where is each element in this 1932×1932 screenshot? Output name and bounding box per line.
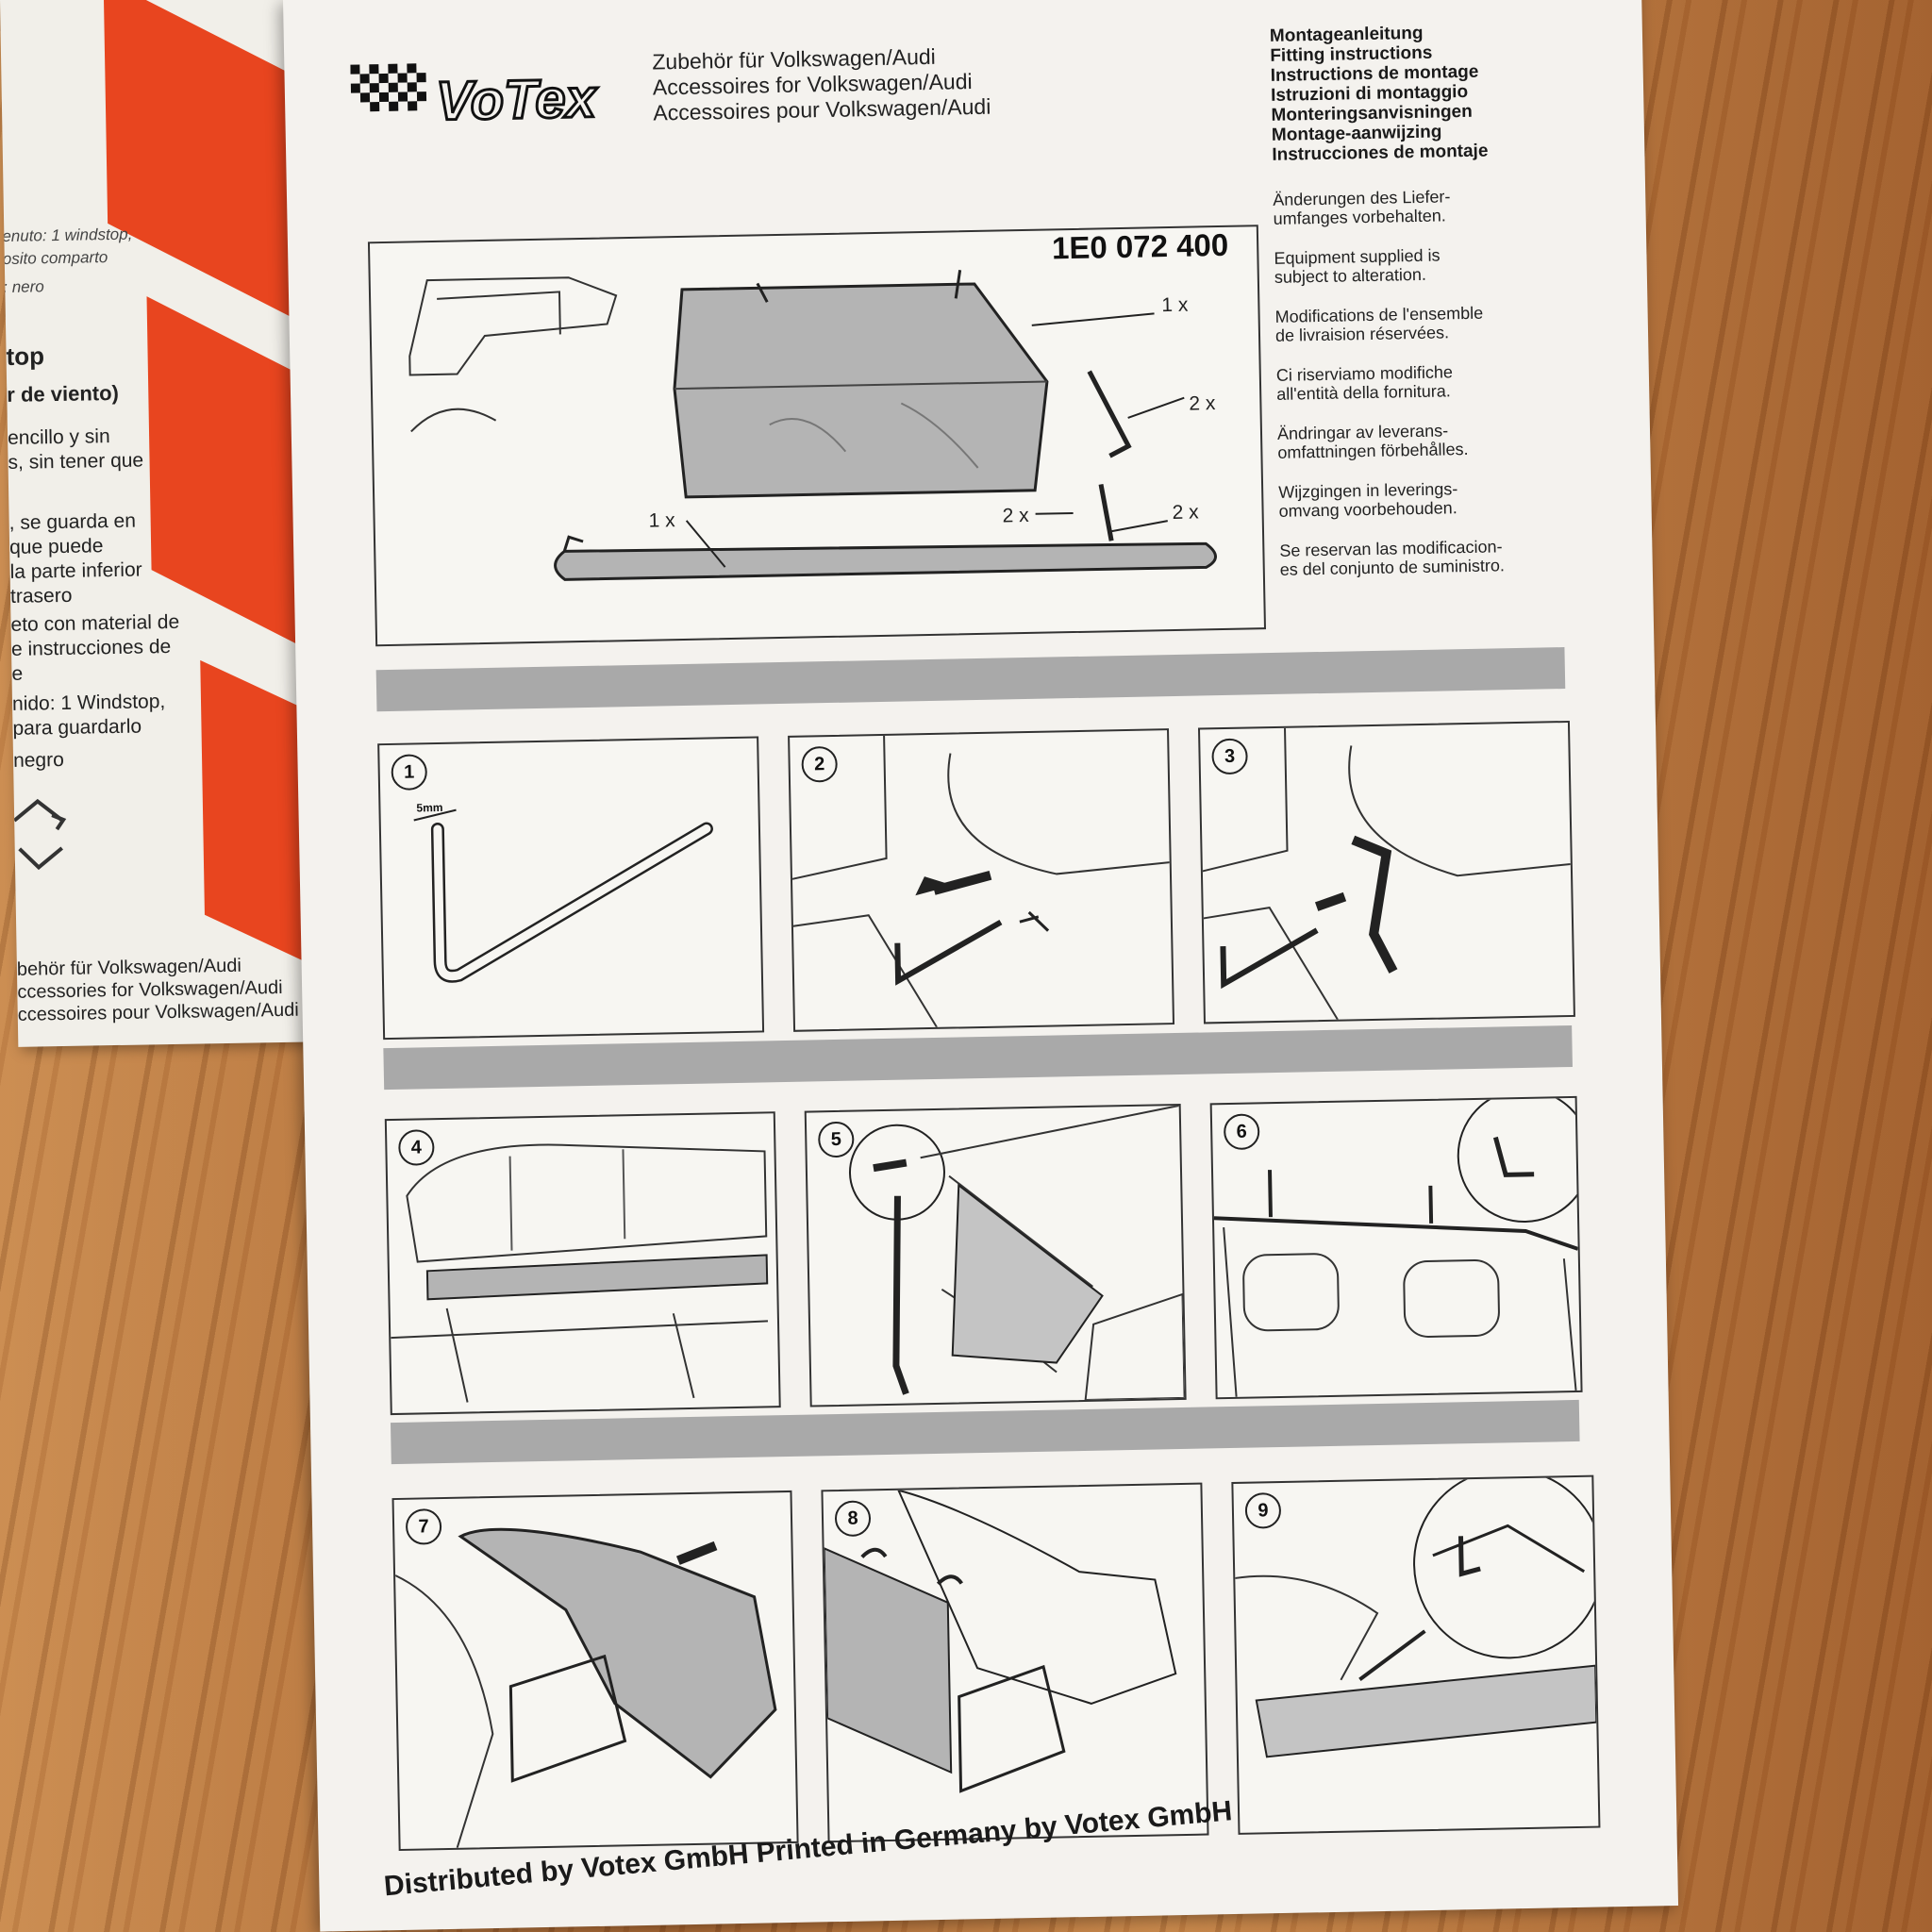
pamphlet-line: enuto: 1 windstop, (2, 225, 133, 245)
parts-illustration (408, 270, 1217, 581)
allen-key-drawing (413, 808, 713, 983)
pamphlet-line: negro (12, 748, 64, 772)
step-4-drawing (391, 1143, 769, 1403)
qty-strap: 2 x (1172, 501, 1199, 525)
step-panel-4: 4 (384, 1111, 781, 1416)
pamphlet-line: e (11, 662, 24, 685)
alteration-notes: Änderungen des Liefer-umfanges vorbehalt… (1273, 186, 1505, 599)
pamphlet-line: trasero (9, 584, 73, 608)
pamphlet-line: e instrucciones de (10, 635, 172, 660)
votex-logo: VoTex (350, 63, 601, 133)
step-panel-9: 9 (1231, 1474, 1601, 1835)
step-panel-8: 8 (821, 1482, 1209, 1843)
accessories-lines: Zubehör für Volkswagen/Audi Accessoires … (652, 43, 991, 126)
qty-storage-bag: 1 x (648, 509, 675, 532)
step-8-drawing (823, 1489, 1177, 1793)
parts-overview-box: 1E0 072 400 1 x 2 x 1 x 2 x 2 (367, 225, 1266, 647)
instruction-titles: Montageanleitung Fitting instructions In… (1270, 23, 1489, 165)
pamphlet-line: que puede (8, 535, 104, 558)
left-pamphlet: enuto: 1 windstop, osito comparto : nero… (0, 0, 330, 1047)
note-spanish: Se reservan las modificacion-es del conj… (1279, 537, 1506, 579)
pamphlet-line: para guardarlo (12, 715, 142, 740)
qty-bracket: 2 x (1189, 392, 1216, 415)
part-number: 1E0 072 400 (1051, 226, 1229, 266)
step-9-drawing (1235, 1476, 1599, 1758)
step-panel-5: 5 (804, 1103, 1187, 1407)
pamphlet-line: eto con material de (10, 610, 180, 636)
step-panel-7: 7 (391, 1490, 799, 1852)
note-german: Änderungen des Liefer-umfanges vorbehalt… (1273, 187, 1451, 228)
step-3-drawing (1202, 727, 1571, 1021)
step-panel-6: 6 (1209, 1095, 1583, 1400)
divider-band (375, 647, 1566, 712)
pamphlet-line: s, sin tener que (8, 449, 144, 474)
step-panel-3: 3 (1197, 720, 1575, 1024)
pamphlet-line: encillo y sin (7, 425, 110, 449)
pamphlet-line: osito comparto (2, 248, 108, 268)
step-5-drawing (848, 1105, 1185, 1401)
accessories-line: Accessoires pour Volkswagen/Audi (653, 93, 991, 125)
pamphlet-heading: top (6, 341, 45, 371)
qty-windstop: 1 x (1161, 293, 1189, 317)
step-6-drawing (1213, 1097, 1581, 1397)
logo-text: VoTex (435, 68, 599, 132)
pamphlet-line: : nero (3, 277, 44, 296)
fitting-instruction-sheet: VoTex Zubehör für Volkswagen/Audi Access… (283, 0, 1679, 1932)
pamphlet-line: ccessoires pour Volkswagen/Audi (17, 999, 299, 1025)
instruction-title: Instrucciones de montaje (1272, 141, 1489, 165)
step-panel-1: 1 5mm (377, 736, 765, 1041)
note-dutch: Wijzgingen in leverings-omvang voorbehou… (1278, 479, 1458, 521)
step-panel-2: 2 (788, 728, 1175, 1032)
instruction-title: Monteringsanvisningen (1271, 101, 1473, 125)
recycle-icon (12, 798, 67, 871)
note-swedish: Ändringar av leverans-omfattningen förbe… (1276, 421, 1469, 462)
pamphlet-line: la parte inferior (9, 558, 142, 583)
pamphlet-line: nido: 1 Windstop, (11, 691, 166, 715)
step-7-drawing (394, 1527, 777, 1849)
pamphlet-line: , se guarda en (8, 509, 137, 534)
pamphlet-subheading: r de viento) (7, 380, 120, 407)
step-2-drawing (791, 735, 1170, 1028)
qty-screw: 2 x (1002, 504, 1029, 527)
